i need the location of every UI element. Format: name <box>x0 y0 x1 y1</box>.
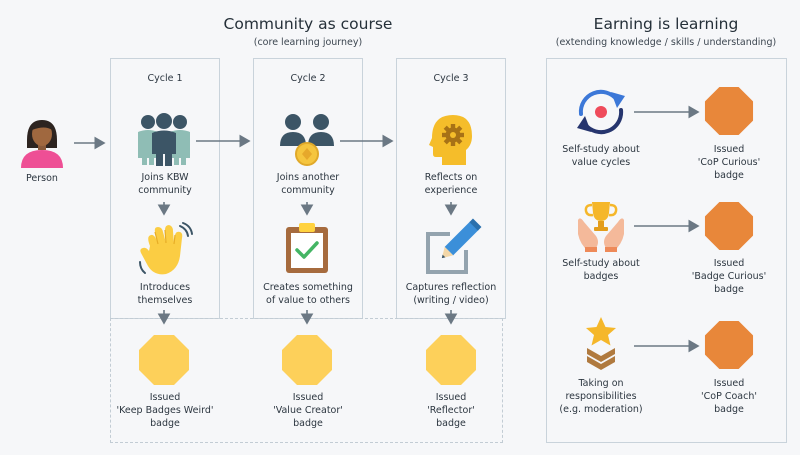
person-label: Person <box>26 173 58 184</box>
cycle-3-step1-line1: Reflects on <box>424 172 478 183</box>
left-subtitle: (core learning journey) <box>253 37 363 48</box>
cycle-arrows-icon <box>577 89 625 135</box>
group-icon <box>138 113 190 166</box>
pencil-frame-icon <box>426 218 482 274</box>
cycle-2-step1-line2: community <box>281 185 335 196</box>
extra-2-badge-line1: Issued <box>713 258 745 269</box>
cycle-3-title: Cycle 3 <box>433 73 469 84</box>
value-creator-badge-icon <box>282 335 332 385</box>
cycle-1-step1-line1: Joins KBW <box>141 172 189 183</box>
cycle-3-badge-line1: Issued <box>435 392 467 403</box>
extra-2-activity-line1: Self-study about <box>562 258 640 269</box>
extra-3-badge-line1: Issued <box>713 378 745 389</box>
cycle-2-title: Cycle 2 <box>290 73 326 84</box>
cycle-3-panel <box>396 58 506 319</box>
cycle-1-badge-line2: 'Keep Badges Weird' <box>116 405 214 416</box>
reflector-badge-icon <box>426 335 476 385</box>
extra-3-activity-line2: responsibilities <box>565 391 637 402</box>
cycle-3-badge-line2: 'Reflector' <box>427 405 475 416</box>
cycle-1-badge-line3: badge <box>150 418 180 429</box>
cycle-1-title: Cycle 1 <box>147 73 183 84</box>
right-title: Earning is learning <box>593 15 739 33</box>
left-title: Community as course <box>223 15 393 33</box>
right-subtitle: (extending knowledge / skills / understa… <box>555 37 777 48</box>
cycle-1-step2-line1: Introduces <box>139 282 191 293</box>
cycle-2-badge-line3: badge <box>293 418 323 429</box>
cycle-1-panel <box>110 58 220 319</box>
extra-1-badge-line3: badge <box>714 170 744 181</box>
extra-3-activity-line1: Taking on <box>578 378 624 389</box>
cycle-3-badge-line3: badge <box>436 418 466 429</box>
trophy-hands-icon <box>578 202 624 252</box>
cop-curious-badge-icon <box>704 86 754 136</box>
extra-1-activity-line1: Self-study about <box>562 144 640 155</box>
extra-3-activity-line3: (e.g. moderation) <box>559 404 643 415</box>
extra-3-badge-line3: badge <box>714 404 744 415</box>
extra-1-activity-line2: value cycles <box>571 157 631 168</box>
extra-1-badge-line1: Issued <box>713 144 745 155</box>
cycle-1-step2-line2: themselves <box>137 295 193 306</box>
cycle-3-step2-line2: (writing / video) <box>413 295 489 306</box>
cycle-3-step1-line2: experience <box>424 185 478 196</box>
extra-3-badge-line2: 'CoP Coach' <box>701 391 757 402</box>
cycle-2-step2-line1: Creates something <box>263 282 353 293</box>
cycle-2-badge-line1: Issued <box>292 392 324 403</box>
extra-2-activity-line2: badges <box>583 271 619 282</box>
cycle-1-badge-line1: Issued <box>149 392 181 403</box>
extra-2-badge-line3: badge <box>714 284 744 295</box>
head-gear-icon <box>429 115 472 165</box>
extra-1-badge-line2: 'CoP Curious' <box>697 157 761 168</box>
rank-star-icon <box>586 317 616 370</box>
cop-coach-badge-icon <box>704 320 754 370</box>
cycle-1-step1-line2: community <box>138 185 192 196</box>
waving-hand-icon <box>139 222 193 275</box>
person-icon <box>21 120 63 168</box>
cycle-2-step1-line1: Joins another <box>276 172 340 183</box>
pair-icon <box>280 114 334 166</box>
cycle-2-badge-line2: 'Value Creator' <box>273 405 343 416</box>
cycle-2-panel <box>253 58 363 319</box>
clipboard-check-icon <box>286 223 328 273</box>
keep-badges-weird-badge-icon <box>139 335 189 385</box>
cycle-2-step2-line2: of value to others <box>266 295 350 306</box>
cycle-3-step2-line1: Captures reflection <box>405 282 497 293</box>
extra-2-badge-line2: 'Badge Curious' <box>691 271 767 282</box>
badge-curious-badge-icon <box>704 201 754 251</box>
